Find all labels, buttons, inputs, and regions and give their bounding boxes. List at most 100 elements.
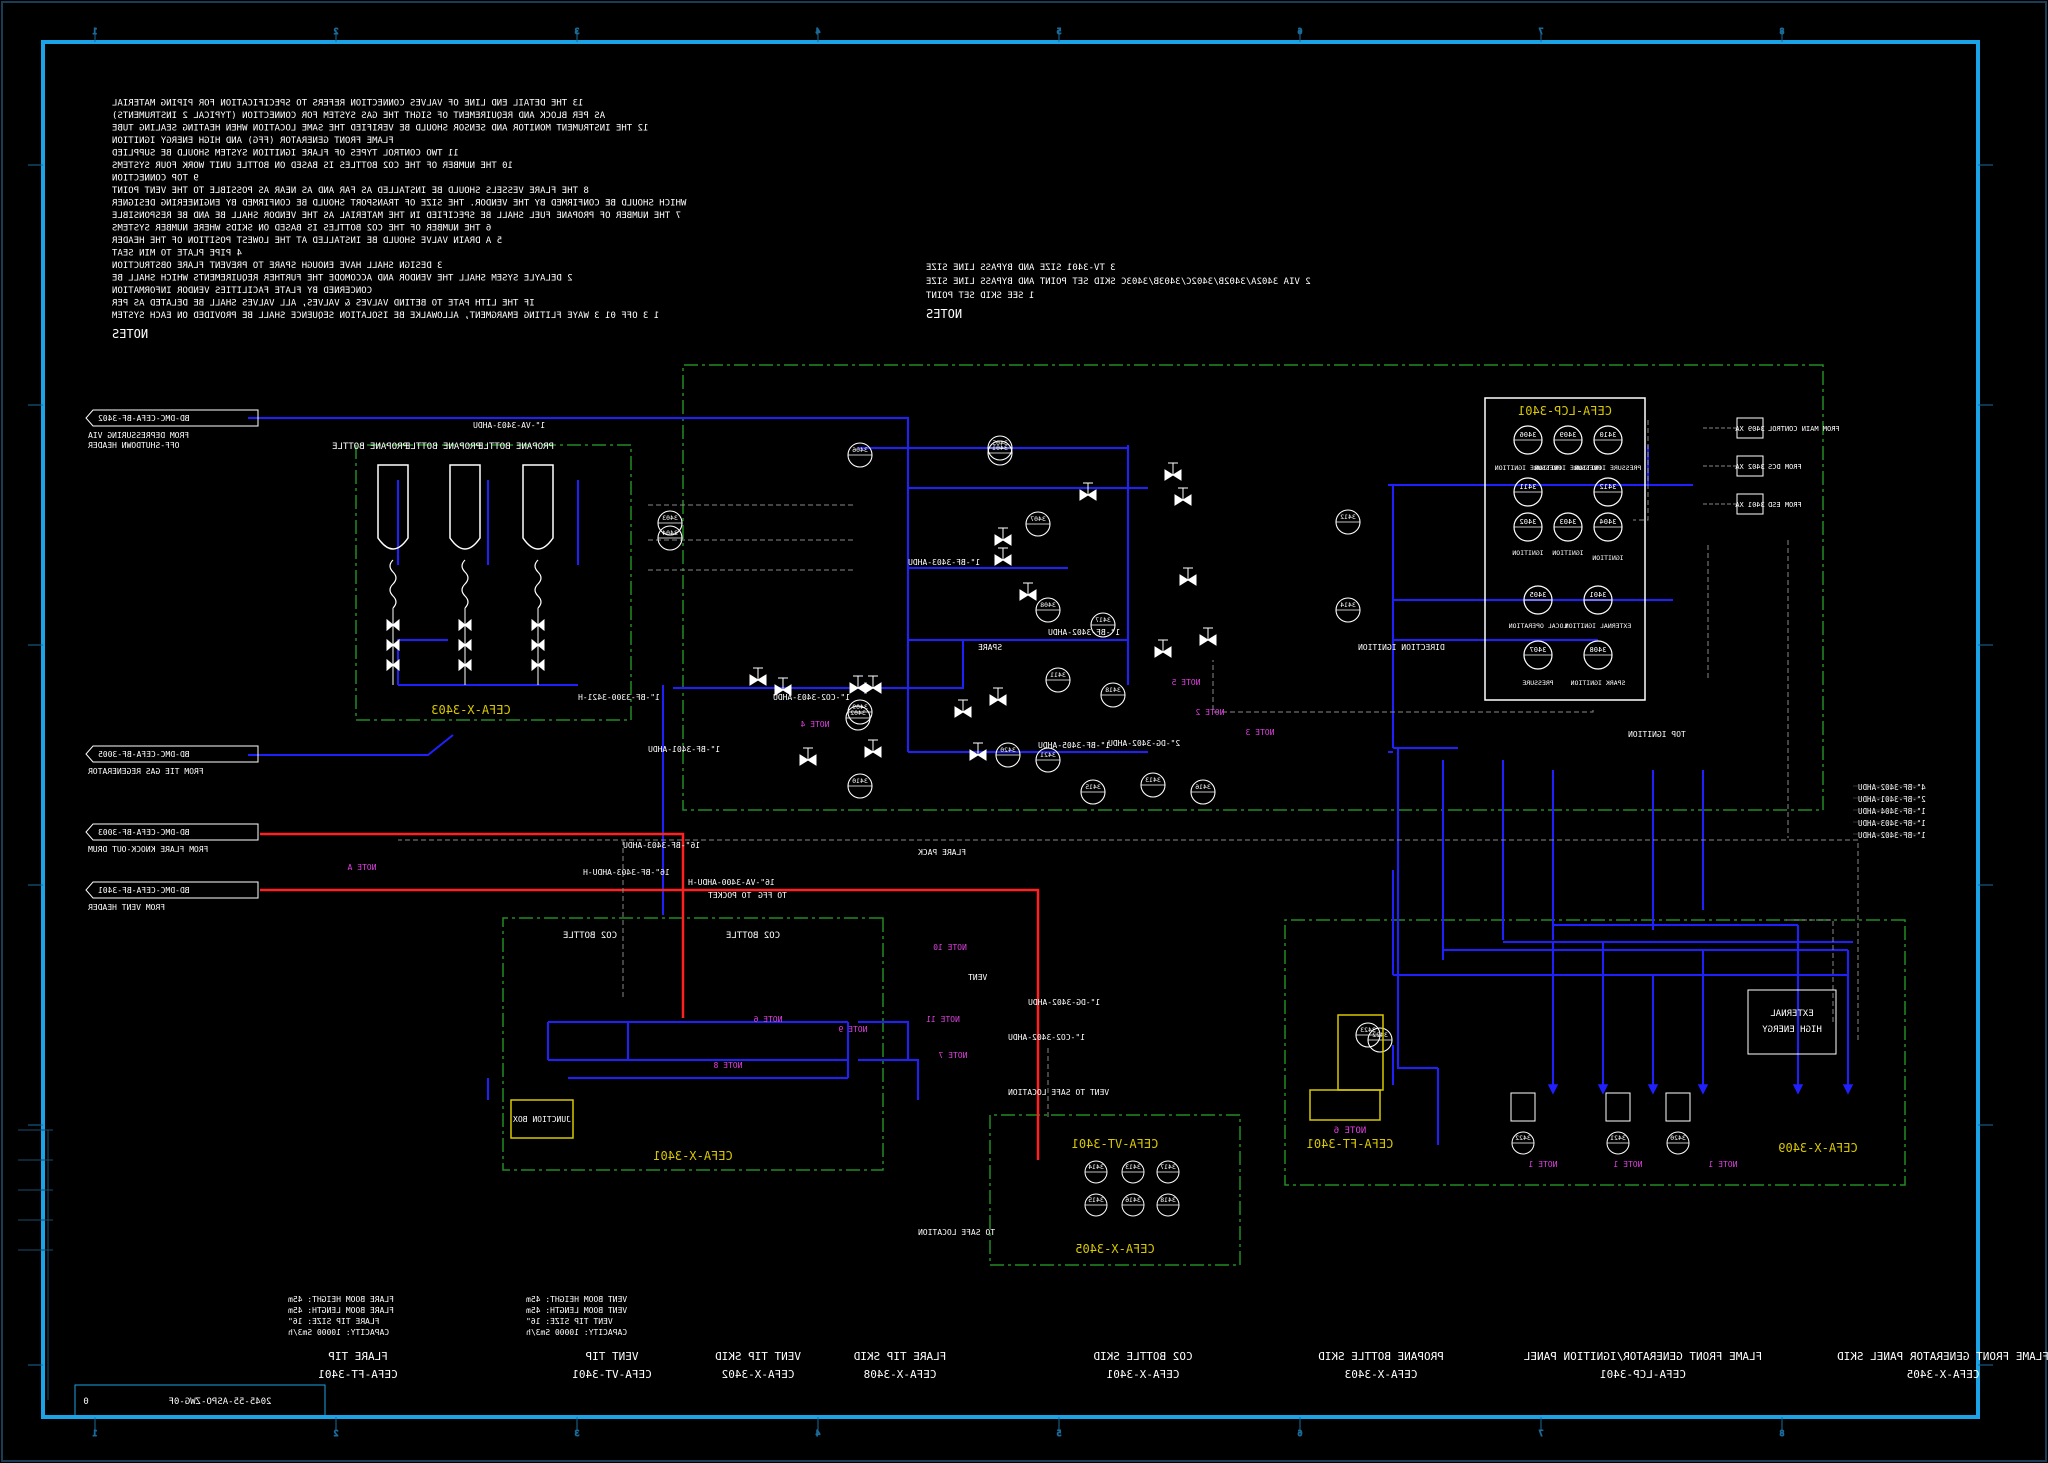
note-left-line: 5 A DRAIN VALVE SHOULD BE INSTALLED AT T… <box>111 236 502 246</box>
line-label: 1"-VA-3403-AHDU <box>473 421 545 430</box>
line-label: 16"-BF-3403-AHDU-H <box>583 868 670 877</box>
vt-title-line-2: VENT TIP <box>585 1350 638 1363</box>
misc-label: TO POCKET <box>708 891 752 900</box>
instrument-tag: 3405 <box>992 439 1008 447</box>
line-label: 1"-BF-3401-AHDU <box>648 745 720 754</box>
ft-spec-row: FLARE TIP SIZE: 16" <box>288 1317 380 1326</box>
line-label: 1"-BF-3402-AHDU <box>1048 628 1120 637</box>
valve <box>1179 567 1197 586</box>
border-number-top: 6 <box>1297 27 1302 36</box>
title-line-2: CO2 BOTTLE SKID <box>1093 1350 1192 1363</box>
valves <box>749 462 1217 766</box>
note-left-line: 3 DESIGN SHALL HAVE ENOUGH SPARE TO PREV… <box>112 261 443 271</box>
line-label: 1"-CO2-3403-AHDU <box>773 693 850 702</box>
valve <box>774 677 792 696</box>
note-right-line: 2 VIA 3402A/3402B/3402C/3403B/3403C SKID… <box>926 277 1311 287</box>
magenta-note: NOTE 2 <box>1195 708 1224 717</box>
valve <box>1199 627 1217 646</box>
instrument-tag: 3415 <box>1085 783 1101 791</box>
skid-name-vent: CEFA-VT-3401 <box>1072 1137 1159 1151</box>
line-label: 1"-BF-3403-AHDU <box>908 558 980 567</box>
side-labels: 4"-BF-3402-AHDU2"-BF-3401-AHDU1"-BF-3404… <box>1853 783 1926 840</box>
valve <box>1174 487 1192 506</box>
panel-lamp-tag: 3407 <box>1530 646 1547 654</box>
note-left-line: 1 3 OFF 01 3 WAYE FLITING EMARGMENT, ALL… <box>111 311 659 321</box>
title-line-2: VENT TIP SKID <box>715 1350 801 1363</box>
line-label: 1"-BF-3405-AHDU <box>1038 741 1110 750</box>
pilot-instrument-tag: 3421 <box>1610 1134 1626 1142</box>
line-co2-6 <box>858 1021 909 1060</box>
instrument-tag: 3403 <box>662 514 678 522</box>
valve <box>799 747 817 766</box>
border-number-bottom: 3 <box>574 1429 579 1438</box>
instrument-tag: 3404 <box>662 529 678 537</box>
instrument-tag: 3421 <box>1040 751 1056 759</box>
vt-spec-row: VENT BOOM LENGTH: 45m <box>526 1306 627 1315</box>
connector-sub: OFF-SHUTDOWN HEADER <box>88 441 180 450</box>
skid-boundary-vent <box>989 1114 1241 1266</box>
title-line-1: CEFA-X-3408 <box>864 1368 937 1381</box>
magenta-note: NOTE 9 <box>838 1025 867 1034</box>
title-entry: FLAME FRONT GENERATOR/IGNITION PANELCEFA… <box>1523 1350 1762 1381</box>
note-left-line: FLAME FRONT GENERATOR (FFG) AND HIGH ENE… <box>112 136 394 146</box>
magenta-note: NOTE 8 <box>713 1061 742 1070</box>
misc-label: FLARE PACK <box>918 848 966 857</box>
skid-co2: CO2 BOTTLE CO2 BOTTLE JUNCTION BOX CEFA-… <box>510 931 780 1163</box>
skid-boundary-pilot <box>1284 919 1906 1186</box>
vt-spec-row: VENT BOOM HEIGHT: 45m <box>526 1295 627 1304</box>
notes-right-heading: NOTES <box>926 307 962 321</box>
title-line-1: CEFA-X-3401 <box>1107 1368 1180 1381</box>
note-left-line: 9 TOP CONNECTION <box>112 174 199 184</box>
title-entry: CO2 BOTTLE SKID CEFA-X-3401 <box>1093 1350 1192 1381</box>
instrument-tag: 3417 <box>1095 616 1111 624</box>
instrument-bubbles: 3406340934103402340334043405340134073408… <box>657 435 1393 1053</box>
title-line-2: FLARE TIP SKID <box>854 1350 947 1363</box>
panel-label: PRESSURE IGNITION <box>1495 464 1562 472</box>
instrument-tag: 3402 <box>850 709 866 717</box>
signal-8 <box>1783 919 1834 1022</box>
vent-instrument-tag: 3415 <box>1088 1196 1104 1204</box>
panel-label: PRESSURE IGNITION <box>1535 464 1602 472</box>
connector-from: FROM TIE GAS REGENERATOR <box>88 767 204 776</box>
line-label: 16"-VA-3400-AHDU-H <box>688 878 775 887</box>
pilot-drops <box>1547 1084 1854 1095</box>
magenta-note: NOTE 1 <box>1613 1160 1642 1169</box>
line-top <box>248 417 1148 489</box>
propane-bottle-label-1: PROPANE BOTTLE <box>478 442 554 452</box>
skid-boundary-main <box>682 364 1824 811</box>
drawing-number-box <box>74 1384 326 1418</box>
connector-from: FROM FLARE KNOCK-OUT DRUM <box>88 845 209 854</box>
line-label: 1"-BF-3300-3421-H <box>578 693 660 702</box>
title-line-1: CEFA-X-3403 <box>1345 1368 1418 1381</box>
panel-lamp-tag: 3408 <box>1590 646 1607 654</box>
pilot-pot <box>1665 1092 1691 1122</box>
magenta-note: NOTE 10 <box>933 943 967 952</box>
skid-name-ffg: CEFA-X-3405 <box>1075 1242 1154 1256</box>
misc-label: DIRECTION IGNITION <box>1358 643 1445 652</box>
ft-spec-row: FLARE BOOM HEIGHT: 45m <box>288 1295 394 1304</box>
skid-boundary-co2 <box>502 917 884 1171</box>
note-left-line: AS PER BLOCK AND REQUIREMENT OF SIGHT TH… <box>112 111 605 121</box>
instrument-tag: 3420 <box>1000 746 1016 754</box>
title-line-2: FLAME FRONT GENERATOR/IGNITION PANEL <box>1523 1350 1762 1363</box>
note-left-line: 11 TWO CONTROL TYPES OF FLARE IGNITION S… <box>112 149 459 159</box>
junction-box <box>510 1099 574 1139</box>
connector-label: FROM ESD <box>1768 501 1802 509</box>
connector-tag: BD-DMC-CEFA-BF-3005 <box>98 750 190 759</box>
flare-line-main <box>260 832 685 1018</box>
